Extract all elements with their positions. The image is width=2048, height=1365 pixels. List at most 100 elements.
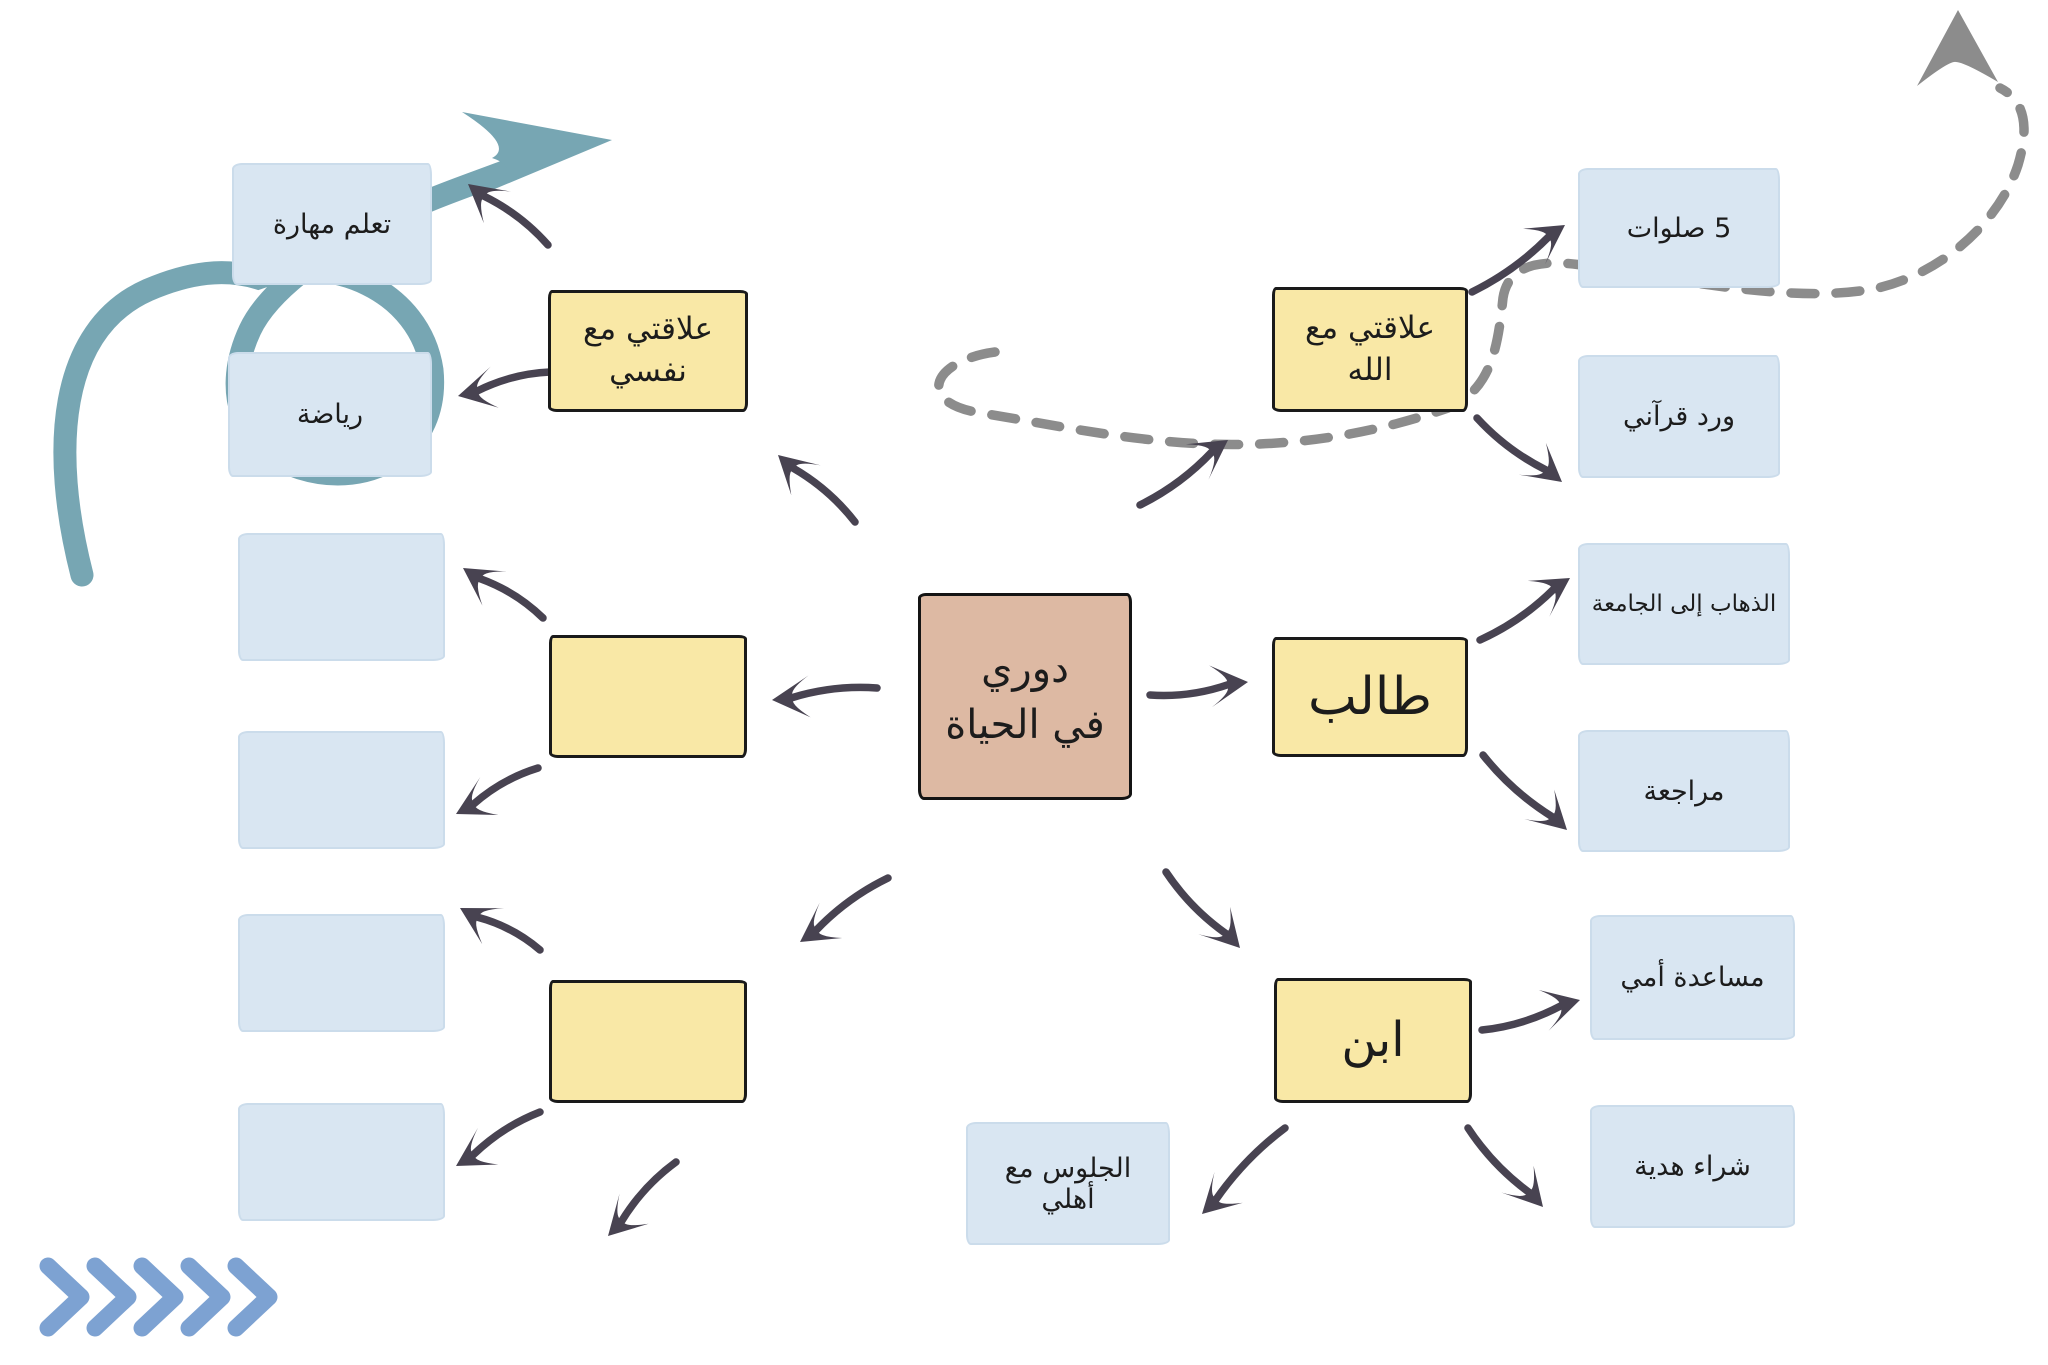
connector-arrow[interactable] (452, 551, 547, 622)
connector-arrow[interactable] (1478, 979, 1586, 1034)
arrow-shaft (617, 1158, 680, 1226)
arrowhead-icon (468, 184, 512, 224)
note-label: تعلم مهارة (272, 208, 392, 240)
note-go-to-university[interactable]: الذهاب إلى الجامعة (1578, 543, 1790, 665)
note-student[interactable]: طالب (1272, 637, 1468, 757)
note-label: 5 صلوات (1626, 212, 1732, 244)
connector-arrow[interactable] (1464, 1124, 1559, 1221)
connector-arrow[interactable] (770, 675, 881, 721)
connector-arrow[interactable] (1479, 751, 1581, 845)
dashed-arrowhead-icon (1917, 10, 1998, 86)
note-label: طالب (1307, 666, 1433, 727)
connector-arrow[interactable] (1136, 423, 1240, 509)
note-quran-wird[interactable]: ورد قرآني (1578, 355, 1780, 478)
arrowhead-icon (1202, 1171, 1243, 1214)
arrowhead-icon (1501, 1165, 1543, 1207)
note-empty-blue-2[interactable] (238, 731, 445, 849)
arrow-shaft (1478, 1002, 1565, 1034)
center-label-line2: في الحياة (945, 701, 1105, 748)
note-relation-with-god[interactable]: علاقتي مع الله (1272, 287, 1468, 412)
arrow-shaft (1146, 680, 1232, 700)
arrow-shaft (1476, 585, 1558, 644)
note-label: الذهاب إلى الجامعة (1591, 591, 1777, 617)
connector-arrow[interactable] (450, 890, 544, 954)
arrowhead-icon (778, 455, 821, 496)
note-label: مساعدة أمي (1620, 962, 1765, 993)
connector-arrow[interactable] (445, 1108, 544, 1184)
connector-arrow[interactable] (593, 1158, 680, 1251)
arrow-shaft (1212, 1124, 1289, 1204)
arrowhead-icon (463, 568, 507, 606)
connector-arrow[interactable] (1146, 661, 1251, 708)
arrowhead-icon (456, 777, 499, 816)
dashed-stroke (934, 83, 2029, 450)
arrowhead-icon (458, 366, 499, 408)
arrowhead-icon (1518, 442, 1562, 482)
note-sport[interactable]: رياضة (228, 352, 432, 477)
connector-arrow[interactable] (455, 168, 552, 249)
connector-arrow[interactable] (1162, 868, 1255, 962)
arrowhead-icon (800, 902, 843, 942)
note-self-relation[interactable]: علاقتي مع نفسي (548, 290, 748, 412)
note-label: شراء هدية (1634, 1151, 1751, 1182)
arrowhead-icon (456, 1127, 499, 1166)
note-learn-skill[interactable]: تعلم مهارة (232, 163, 432, 285)
arrow-shaft (476, 574, 547, 622)
note-empty-blue-1[interactable] (238, 533, 445, 661)
connector-arrow[interactable] (1476, 560, 1581, 644)
arrowhead-icon (608, 1193, 649, 1236)
connector-arrow[interactable] (1468, 207, 1577, 296)
arrowhead-icon (1524, 789, 1567, 830)
note-center-my-role-in-life[interactable]: دوري في الحياة (918, 593, 1132, 800)
connector-arrow[interactable] (1187, 1124, 1289, 1229)
note-empty-blue-4[interactable] (238, 1103, 445, 1221)
chevron-right-icon (86, 1257, 137, 1337)
chevrons-decoration[interactable] (39, 1257, 278, 1337)
note-son[interactable]: ابن (1274, 978, 1472, 1103)
arrowhead-icon (1198, 906, 1240, 948)
chevron-right-icon (180, 1257, 231, 1337)
arrowhead-icon (1522, 225, 1565, 265)
arrow-shaft (473, 368, 554, 395)
note-five-prayers[interactable]: 5 صلوات (1578, 168, 1780, 288)
arrow-shaft (1136, 448, 1216, 509)
note-label: علاقتي مع نفسي (583, 311, 713, 389)
note-buy-gift[interactable]: شراء هدية (1590, 1105, 1795, 1228)
arrow-shaft (469, 1108, 544, 1159)
note-empty-yellow-mid[interactable] (549, 635, 747, 758)
connector-arrow[interactable] (1473, 414, 1575, 498)
note-label: ابن (1341, 1012, 1405, 1069)
center-label-line1: دوري (981, 645, 1069, 692)
arrowhead-icon (1527, 578, 1570, 617)
note-label: الجلوس مع أهلي (1004, 1152, 1132, 1215)
note-empty-yellow-bottom[interactable] (549, 980, 747, 1103)
arrow-shaft (1162, 868, 1230, 938)
swoosh-arrowhead-icon (462, 112, 612, 196)
connector-arrow[interactable] (788, 874, 892, 959)
note-empty-blue-3[interactable] (238, 914, 445, 1032)
dashed-curve-arrow[interactable] (934, 10, 2029, 450)
note-label: دوري في الحياة (945, 644, 1105, 750)
arrow-shaft (1468, 232, 1553, 296)
arrowhead-icon (1209, 665, 1248, 708)
arrow-shaft (480, 192, 552, 249)
arrow-shaft (812, 874, 892, 934)
arrow-shaft (473, 913, 544, 954)
connector-arrow[interactable] (446, 764, 542, 833)
note-help-mom[interactable]: مساعدة أمي (1590, 915, 1795, 1040)
arrowhead-icon (772, 675, 811, 718)
connector-arrow[interactable] (453, 366, 554, 417)
arrow-shaft (1479, 751, 1556, 821)
note-sitting-with-family[interactable]: الجلوس مع أهلي (966, 1122, 1170, 1245)
chevron-right-icon (39, 1257, 90, 1337)
arrowhead-icon (1185, 440, 1228, 480)
chevron-right-icon (227, 1257, 278, 1337)
note-label: علاقتي مع الله (1305, 309, 1435, 388)
connector-arrow[interactable] (764, 440, 859, 526)
arrow-shaft (789, 464, 859, 526)
note-review[interactable]: مراجعة (1578, 730, 1790, 852)
arrow-shaft (788, 683, 881, 702)
arrowhead-icon (1538, 990, 1580, 1031)
note-label: رياضة (296, 399, 364, 430)
